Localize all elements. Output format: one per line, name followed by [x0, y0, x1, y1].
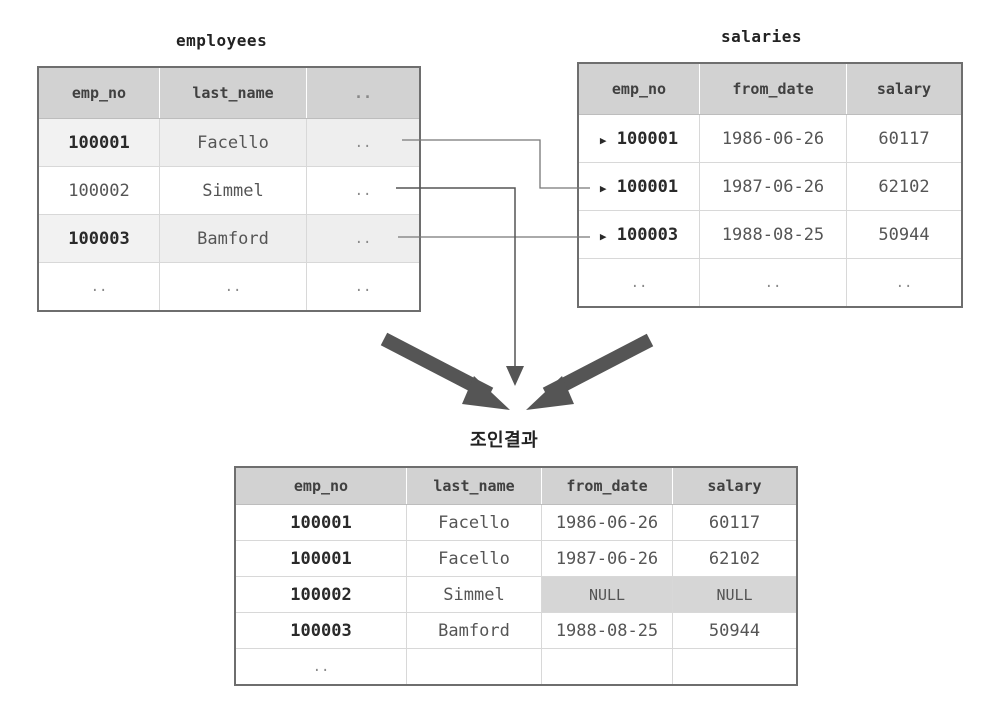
table-cell: 100003	[38, 214, 160, 263]
salaries-table-title: salaries	[721, 27, 803, 46]
table-cell	[672, 648, 798, 686]
table-cell: 60117	[846, 114, 963, 163]
table-cell: ▶ 100001	[578, 162, 700, 211]
column-header: salary	[846, 63, 963, 115]
table-row: ▶ 100001 1986-06-26 60117	[578, 114, 963, 163]
connector-line-100001	[402, 139, 590, 189]
column-header: last_name	[159, 67, 307, 119]
table-row: 100001 Facello 1986-06-26 60117	[235, 504, 798, 541]
table-row: 100003 Bamford 1988-08-25 50944	[235, 612, 798, 649]
employees-table: emp_no last_name .. 100001 Facello .. 10…	[37, 66, 421, 312]
table-cell: ..	[306, 262, 421, 312]
table-row: 100001 Facello ..	[38, 118, 421, 167]
connector-line-100002	[396, 187, 516, 372]
column-header: salary	[672, 467, 798, 505]
table-cell	[406, 648, 542, 686]
row-pointer-icon: ▶	[599, 133, 607, 147]
column-header: emp_no	[235, 467, 407, 505]
table-cell: 1987-06-26	[541, 540, 673, 577]
table-cell	[541, 648, 673, 686]
table-row: ..	[235, 648, 798, 686]
row-pointer-icon: ▶	[599, 181, 607, 195]
column-header: from_date	[541, 467, 673, 505]
join-result-table: emp_no last_name from_date salary 100001…	[234, 466, 798, 686]
salaries-table: emp_no from_date salary ▶ 100001 1986-06…	[577, 62, 963, 308]
column-header: from_date	[699, 63, 847, 115]
table-cell: 100003	[235, 612, 407, 649]
table-cell: 100001	[38, 118, 160, 167]
table-cell: ..	[235, 648, 407, 686]
table-row: 100002 Simmel NULL NULL	[235, 576, 798, 613]
table-cell: Facello	[159, 118, 307, 167]
table-cell: ..	[306, 118, 421, 167]
table-row: ▶ 100001 1987-06-26 62102	[578, 162, 963, 211]
table-row: 100002 Simmel ..	[38, 166, 421, 215]
table-cell: 100002	[235, 576, 407, 613]
table-cell: 1986-06-26	[699, 114, 847, 163]
table-cell: ..	[699, 258, 847, 308]
table-row: ▶ 100003 1988-08-25 50944	[578, 210, 963, 259]
table-cell: Bamford	[159, 214, 307, 263]
table-cell: 60117	[672, 504, 798, 541]
table-cell: 50944	[846, 210, 963, 259]
table-cell: ..	[306, 214, 421, 263]
table-row: .. .. ..	[578, 258, 963, 308]
employees-table-title: employees	[176, 31, 268, 50]
row-pointer-icon: ▶	[599, 229, 607, 243]
table-cell: ▶ 100001	[578, 114, 700, 163]
table-cell: ..	[578, 258, 700, 308]
table-cell: 100001	[235, 540, 407, 577]
table-cell: 62102	[846, 162, 963, 211]
table-cell: ..	[306, 166, 421, 215]
table-row: 100001 Facello 1987-06-26 62102	[235, 540, 798, 577]
down-arrow-icon	[506, 366, 524, 386]
table-cell: 1988-08-25	[541, 612, 673, 649]
table-cell: 100002	[38, 166, 160, 215]
table-row: 100003 Bamford ..	[38, 214, 421, 263]
table-cell: ▶ 100003	[578, 210, 700, 259]
left-merge-arrowhead-icon	[462, 376, 510, 410]
table-cell: 1987-06-26	[699, 162, 847, 211]
table-cell: 62102	[672, 540, 798, 577]
column-header: emp_no	[578, 63, 700, 115]
table-cell: Bamford	[406, 612, 542, 649]
table-cell: 1988-08-25	[699, 210, 847, 259]
join-result-title: 조인결과	[470, 430, 539, 451]
table-cell: 50944	[672, 612, 798, 649]
table-cell: Simmel	[406, 576, 542, 613]
table-row: .. .. ..	[38, 262, 421, 312]
column-header: emp_no	[38, 67, 160, 119]
null-cell: NULL	[672, 576, 798, 613]
table-cell: Facello	[406, 540, 542, 577]
header-row: emp_no from_date salary	[578, 63, 963, 115]
right-merge-arrowhead-icon	[526, 376, 574, 410]
column-header: ..	[306, 67, 421, 119]
table-cell: ..	[38, 262, 160, 312]
table-cell: 1986-06-26	[541, 504, 673, 541]
table-cell: 100001	[235, 504, 407, 541]
table-cell: Simmel	[159, 166, 307, 215]
header-row: emp_no last_name ..	[38, 67, 421, 119]
table-cell: ..	[846, 258, 963, 308]
table-cell: ..	[159, 262, 307, 312]
column-header: last_name	[406, 467, 542, 505]
header-row: emp_no last_name from_date salary	[235, 467, 798, 505]
table-cell: Facello	[406, 504, 542, 541]
null-cell: NULL	[541, 576, 673, 613]
